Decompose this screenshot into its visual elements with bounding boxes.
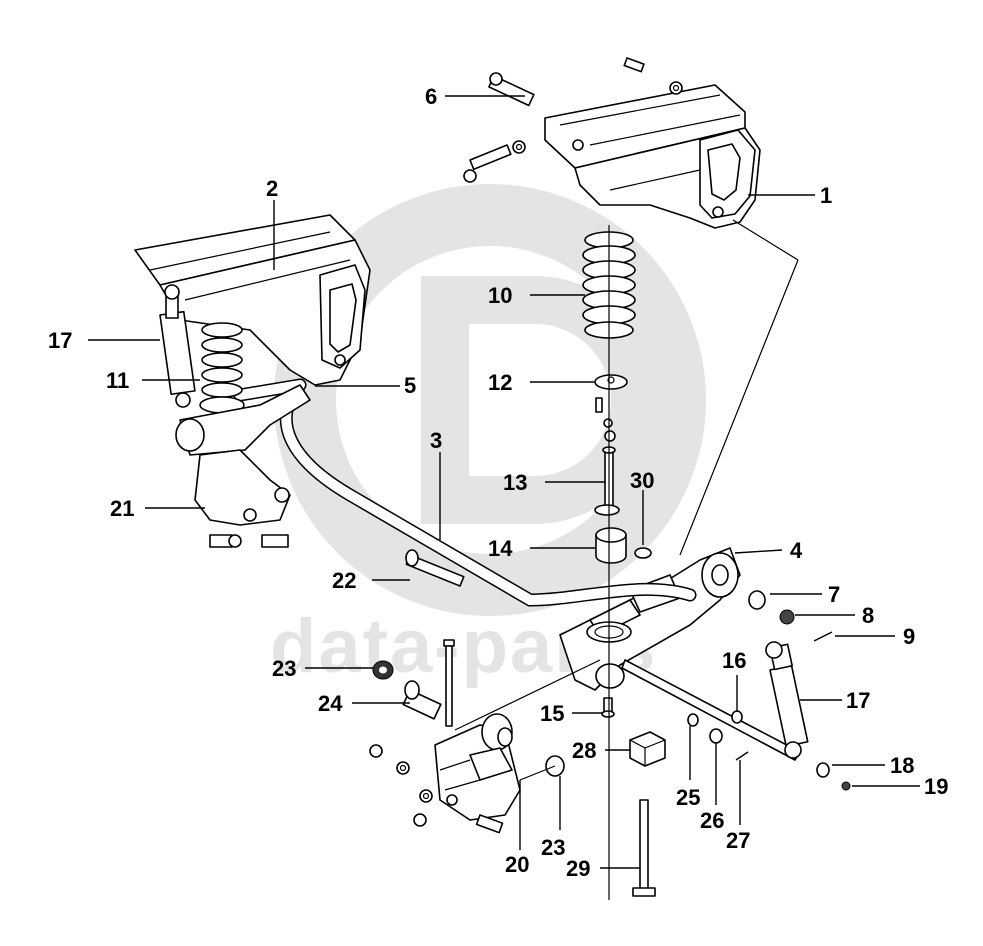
vertical-bolt: [443, 639, 455, 727]
callout-27: 27: [726, 828, 750, 853]
axle-shaft: [621, 659, 801, 761]
callout-28: 28: [572, 738, 596, 763]
callout-7: 7: [828, 582, 840, 607]
rubber-bushing: [595, 527, 627, 564]
callout-1: 1: [820, 183, 832, 208]
coil-spring-left: [199, 322, 245, 414]
callout-23-bottom: 23: [541, 835, 565, 860]
long-bolt-29: [632, 799, 656, 897]
callout-15: 15: [540, 701, 564, 726]
callout-4: 4: [790, 538, 803, 563]
callout-17-right: 17: [846, 688, 870, 713]
bump-block-28: [629, 731, 666, 767]
shock-absorber-right: [765, 641, 851, 791]
callout-30: 30: [630, 468, 654, 493]
callout-13: 13: [503, 470, 527, 495]
nut-30: [634, 547, 652, 559]
nut-set-left: [369, 744, 433, 827]
callout-6: 6: [425, 84, 437, 109]
callout-17-left: 17: [48, 328, 72, 353]
shock-absorber-left: [159, 284, 196, 408]
callout-25: 25: [676, 785, 700, 810]
bolt-15: [601, 697, 615, 718]
callout-14: 14: [488, 536, 513, 561]
callout-8: 8: [862, 603, 874, 628]
frame-bracket-left: [134, 214, 371, 386]
mount-bracket-20: [434, 713, 521, 834]
spring-seat: [594, 374, 628, 442]
callout-26: 26: [700, 808, 724, 833]
trailing-arm-left: [175, 384, 311, 548]
callout-16: 16: [722, 648, 746, 673]
callout-23-top: 23: [272, 656, 296, 681]
washer-23-top: [372, 660, 394, 680]
callout-20: 20: [505, 852, 529, 877]
callout-labels: 1 2 3 4 5 6 7 8 9 10 11 12 13 14 15 16 1…: [48, 84, 948, 881]
callout-9: 9: [903, 624, 915, 649]
callout-21: 21: [110, 496, 134, 521]
callout-5: 5: [404, 373, 416, 398]
callout-24: 24: [318, 691, 343, 716]
callout-12: 12: [488, 370, 512, 395]
trailing-arm: [559, 547, 741, 691]
callout-2: 2: [266, 176, 278, 201]
leader-lines: [88, 95, 920, 869]
callout-22: 22: [332, 568, 356, 593]
callout-11: 11: [106, 368, 129, 393]
assembly-guide-lines: [454, 219, 799, 900]
bolt-22: [405, 549, 465, 587]
callout-19: 19: [924, 774, 948, 799]
callout-29: 29: [566, 856, 590, 881]
callout-10: 10: [488, 283, 512, 308]
stabilizer-bar: [233, 378, 697, 607]
frame-bracket-right: [544, 84, 761, 229]
sleeve-24: [402, 680, 442, 720]
callout-3: 3: [430, 428, 442, 453]
callout-18: 18: [890, 753, 914, 778]
axle-hardware: [687, 590, 833, 761]
